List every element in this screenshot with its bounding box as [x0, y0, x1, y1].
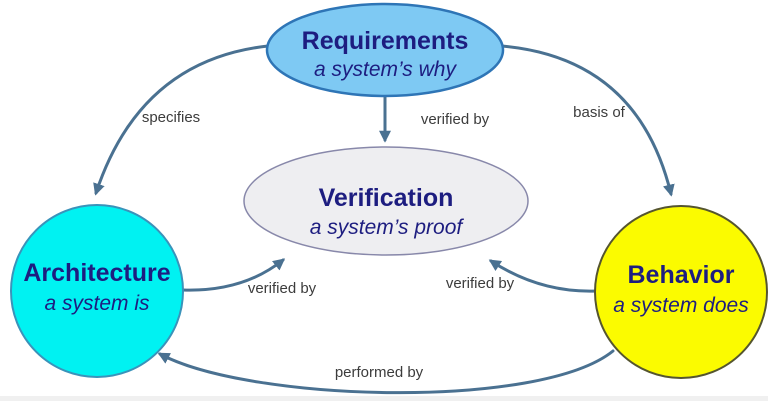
- edge-basis-of-label: basis of: [573, 104, 626, 121]
- edge-basis-of: basis of: [500, 44, 675, 197]
- edge-performed-by-arrow: [157, 349, 615, 395]
- node-behavior: Behavior a system does: [594, 205, 768, 379]
- node-requirements-title: Requirements: [302, 27, 469, 55]
- edge-specifies-arrow: [93, 44, 270, 196]
- node-requirements-shape: [265, 2, 505, 98]
- edge-verified-by-left-arrow: [181, 258, 286, 292]
- node-behavior-subtitle: a system does: [613, 294, 749, 317]
- edge-verified-by-right: verified by: [446, 259, 598, 293]
- edge-specifies-label: specifies: [142, 109, 200, 126]
- edge-specifies: specifies: [93, 44, 270, 196]
- node-verification: Verification a system’s proof: [243, 146, 529, 256]
- edge-verified-by-right-label: verified by: [446, 275, 515, 292]
- edge-verified-by-top: verified by: [379, 95, 490, 143]
- node-requirements: Requirements a system’s why: [265, 2, 505, 98]
- edge-verified-by-right-arrow: [488, 259, 598, 293]
- edge-verified-by-top-label: verified by: [421, 111, 490, 128]
- node-architecture-shape: [10, 204, 184, 378]
- node-requirements-subtitle: a system’s why: [314, 58, 457, 81]
- node-verification-title: Verification: [319, 184, 454, 212]
- node-architecture-title: Architecture: [23, 259, 170, 287]
- node-verification-shape: [243, 146, 529, 256]
- node-architecture: Architecture a system is: [10, 204, 184, 378]
- node-architecture-subtitle: a system is: [44, 292, 150, 315]
- edge-performed-by: performed by: [157, 349, 615, 395]
- edge-basis-of-arrow: [500, 44, 675, 197]
- node-behavior-title: Behavior: [628, 261, 735, 289]
- node-behavior-shape: [594, 205, 768, 379]
- edge-verified-by-left: verified by: [181, 258, 317, 297]
- edge-verified-by-left-label: verified by: [248, 280, 317, 297]
- edge-performed-by-label: performed by: [335, 364, 424, 381]
- node-verification-subtitle: a system’s proof: [310, 216, 465, 239]
- bottom-edge-shadow: [0, 396, 768, 401]
